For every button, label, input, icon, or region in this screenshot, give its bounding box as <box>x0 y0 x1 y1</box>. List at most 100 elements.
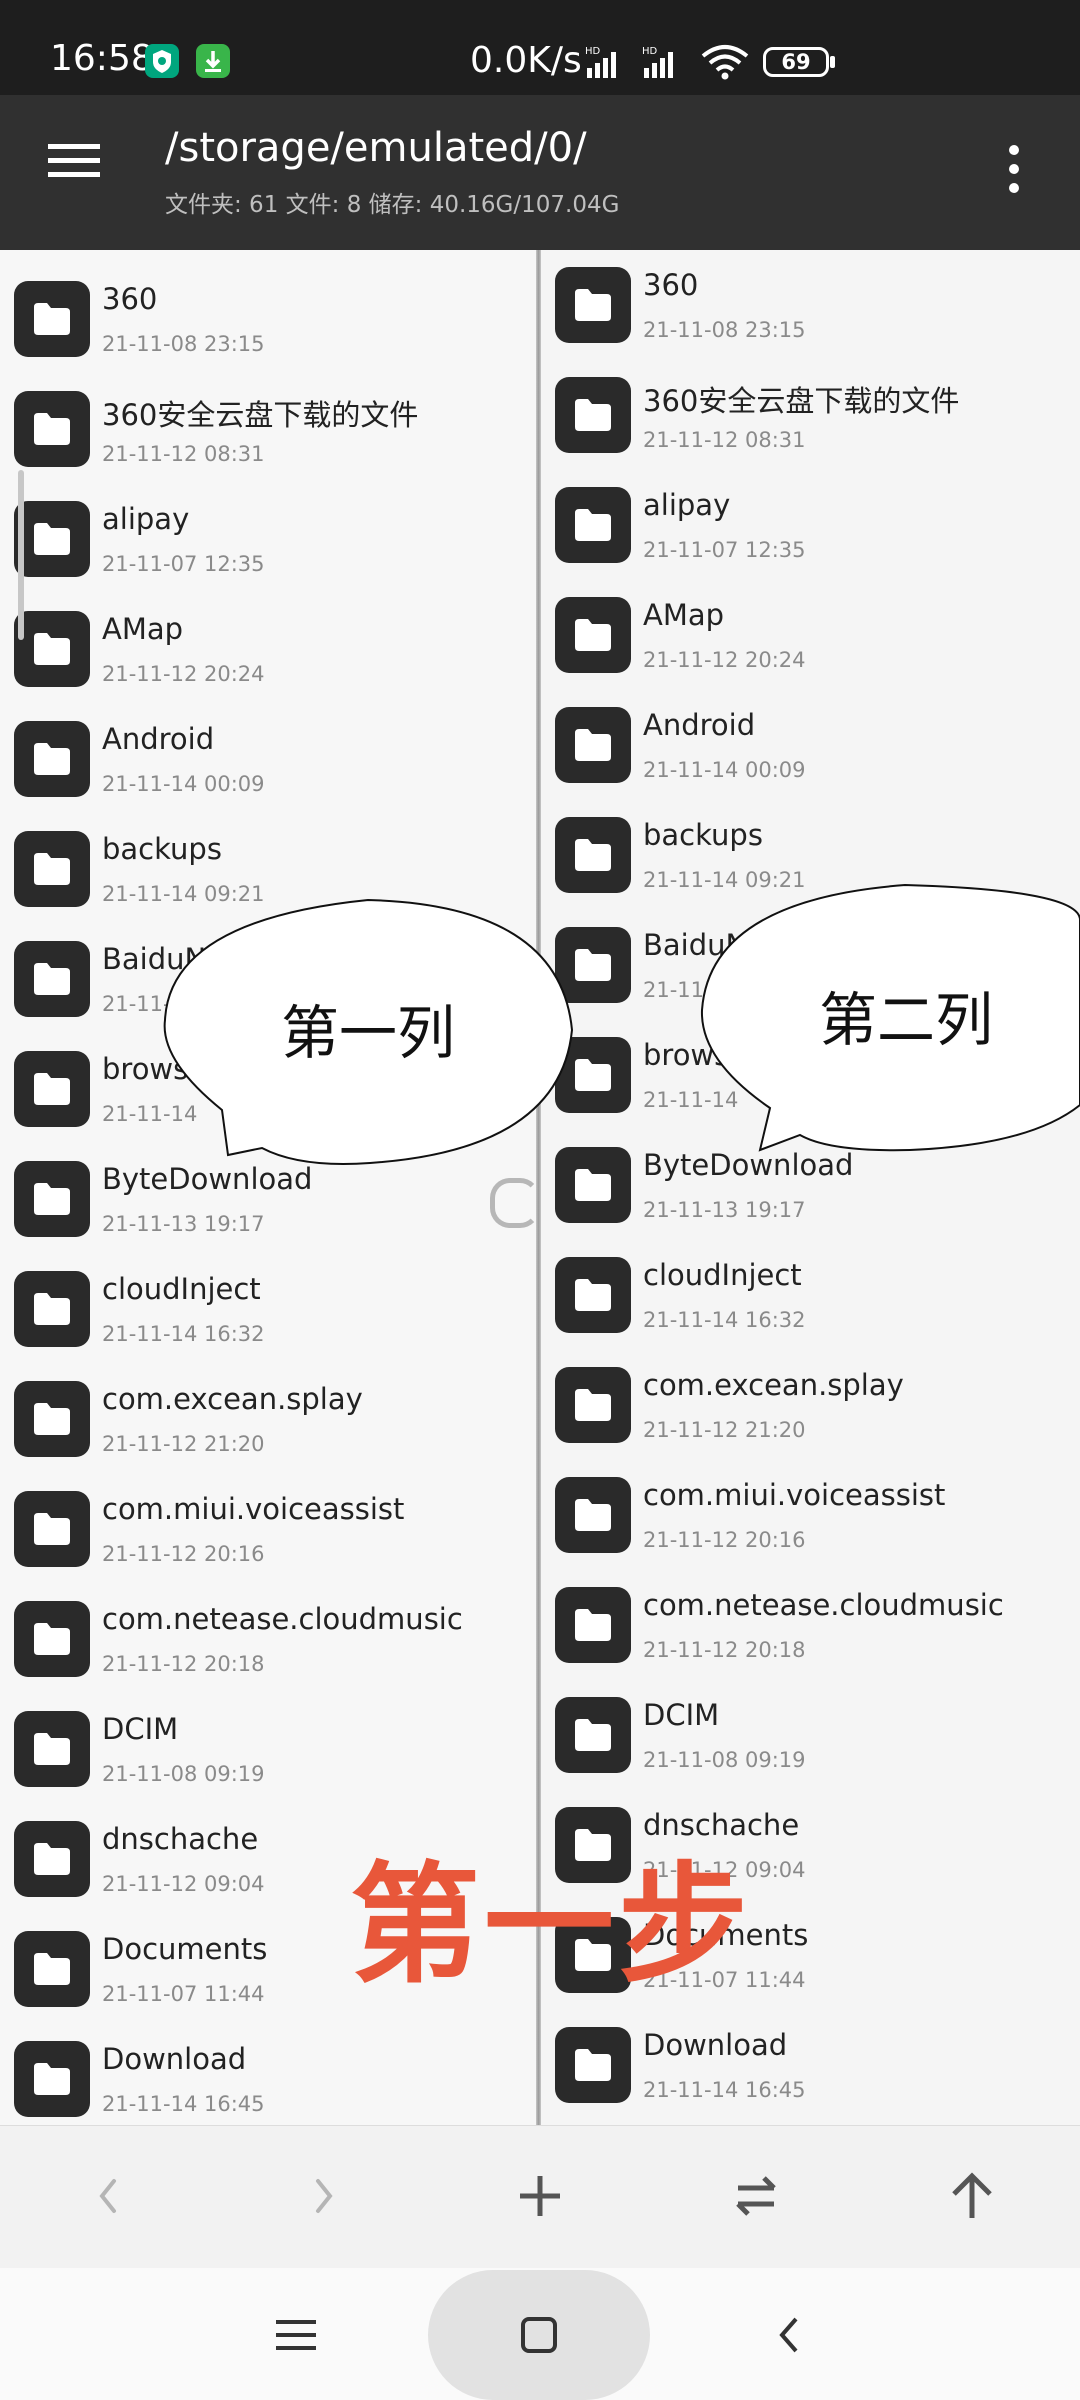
folder-icon <box>555 1587 631 1663</box>
folder-icon <box>14 1051 90 1127</box>
folder-icon <box>555 487 631 563</box>
status-time: 16:58 <box>50 38 154 79</box>
shield-icon <box>145 44 179 78</box>
nav-home-icon[interactable] <box>509 2305 569 2365</box>
pane-divider[interactable] <box>536 250 541 2125</box>
item-name: Android <box>102 722 215 756</box>
left-pane-scrollbar[interactable] <box>18 470 24 640</box>
item-name: com.netease.cloudmusic <box>102 1602 463 1636</box>
item-date: 21-11-12 20:16 <box>643 1528 806 1552</box>
folder-icon <box>14 1161 90 1237</box>
item-name: dnschache <box>102 1822 259 1856</box>
list-item[interactable]: dnschache 21-11-12 09:04 <box>541 1790 1080 1900</box>
item-date: 21-11-14 <box>102 1102 198 1126</box>
item-date: 21-11-12 09:04 <box>643 1858 806 1882</box>
item-date: 21-11-12 20:24 <box>102 662 265 686</box>
chevron-right-icon[interactable] <box>284 2156 364 2236</box>
folder-icon <box>14 721 90 797</box>
list-item[interactable]: Download 21-11-14 16:45 <box>541 2010 1080 2120</box>
item-name: com.miui.voiceassist <box>643 1478 946 1512</box>
item-date: 21-11-12 20:16 <box>102 1542 265 1566</box>
list-item[interactable]: com.miui.voiceassist 21-11-12 20:16 <box>541 1460 1080 1570</box>
folder-icon <box>14 1491 90 1567</box>
folder-icon <box>555 597 631 673</box>
arrow-up-icon[interactable] <box>932 2156 1012 2236</box>
more-vert-icon[interactable] <box>1000 145 1028 205</box>
plus-icon[interactable] <box>500 2156 580 2236</box>
folder-icon <box>14 1381 90 1457</box>
step-annotation: 第一步 <box>350 1849 753 2001</box>
bottom-toolbar <box>0 2125 1080 2269</box>
item-date: 21-11-14 16:45 <box>643 2078 806 2102</box>
item-name: AMap <box>643 598 725 632</box>
battery-level: 69 <box>781 50 811 74</box>
battery-icon: 69 <box>763 47 829 77</box>
swap-icon[interactable] <box>716 2156 796 2236</box>
item-date: 21-11-13 19:17 <box>102 1212 265 1236</box>
nav-home-highlight <box>428 2270 650 2400</box>
item-name: Android <box>643 708 756 742</box>
item-date: 21-11-12 08:31 <box>102 442 265 466</box>
bubble-right-label: 第二列 <box>819 986 993 1054</box>
storage-info: 文件夹: 61 文件: 8 储存: 40.16G/107.04G <box>165 192 620 218</box>
folder-icon <box>14 611 90 687</box>
item-date: 21-11-13 19:17 <box>643 1198 806 1222</box>
app-bar: /storage/emulated/0/ 文件夹: 61 文件: 8 储存: 4… <box>0 95 1080 250</box>
item-date: 21-11- <box>643 978 712 1002</box>
item-name: alipay <box>102 502 190 536</box>
current-path: /storage/emulated/0/ <box>165 125 587 171</box>
chevron-left-icon[interactable] <box>68 2156 148 2236</box>
signal-hd-label: HD <box>585 46 601 57</box>
folder-icon <box>555 377 631 453</box>
speech-bubble-right <box>700 883 1080 1152</box>
status-bar: 16:58 0.0K/s HD HD 69 <box>0 0 1080 95</box>
item-name: dnschache <box>643 1808 800 1842</box>
folder-icon <box>14 1821 90 1897</box>
battery-tip <box>830 56 835 68</box>
item-name: Download <box>643 2028 788 2062</box>
item-date: 21-11-14 16:32 <box>102 1322 265 1346</box>
item-date: 21-11- <box>102 992 171 1016</box>
folder-icon <box>555 1697 631 1773</box>
speech-bubble-left <box>163 898 574 1165</box>
network-speed: 0.0K/s <box>470 40 582 81</box>
folder-icon <box>555 817 631 893</box>
nav-menu-icon[interactable] <box>266 2310 326 2360</box>
nav-back-icon[interactable] <box>760 2305 820 2365</box>
hamburger-icon[interactable] <box>44 137 104 197</box>
item-date: 21-11-08 23:15 <box>643 318 806 342</box>
folder-icon <box>14 281 90 357</box>
